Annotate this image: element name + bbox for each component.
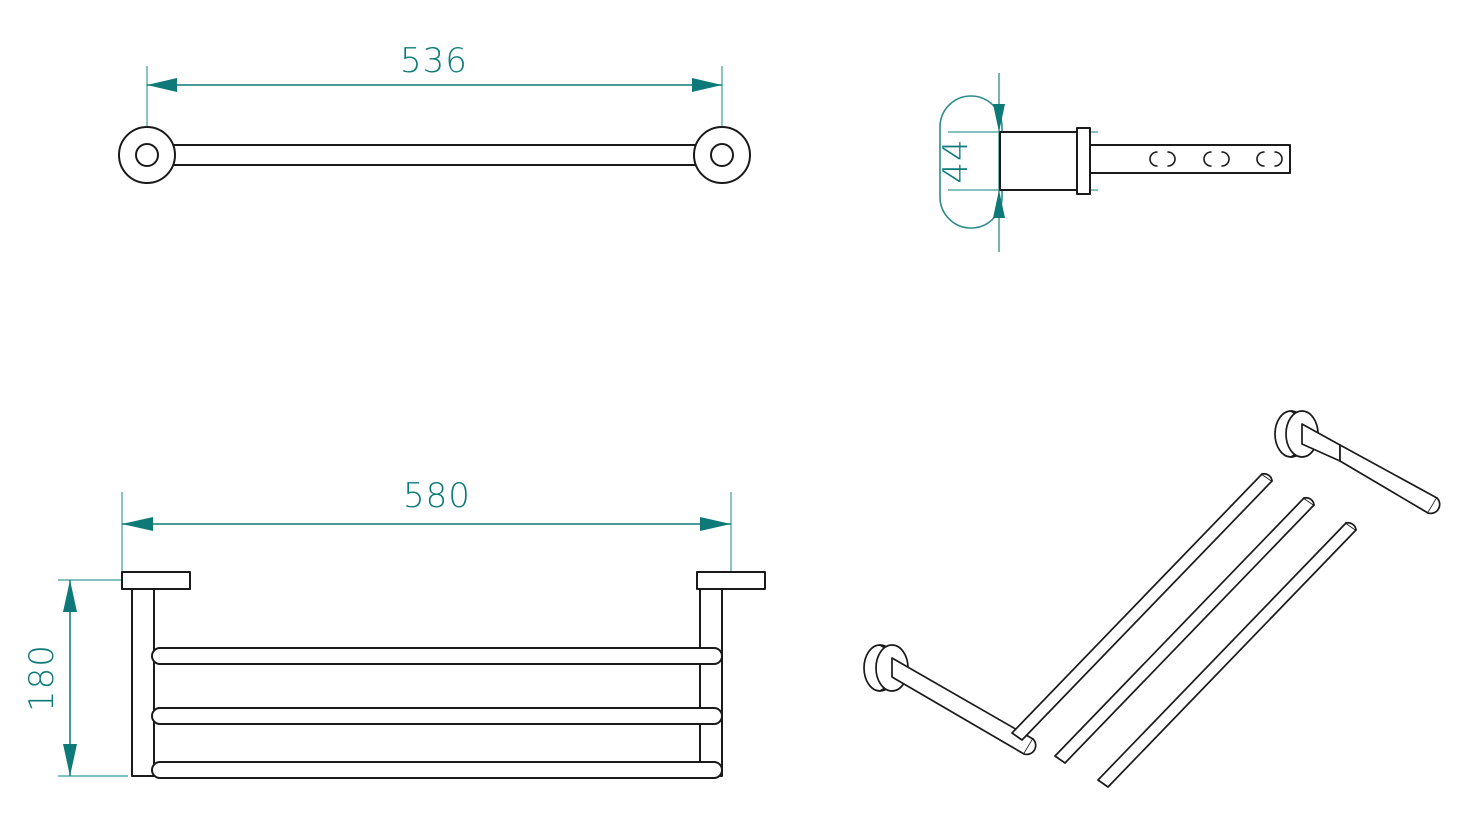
side-view-arrow-bottom bbox=[993, 190, 1005, 218]
top-view-arrow-left bbox=[147, 78, 177, 92]
front-view-width-arrow-left bbox=[122, 517, 153, 531]
front-view-flange-cap-right bbox=[696, 571, 766, 590]
front-view-bar-3 bbox=[151, 761, 723, 779]
front-view-bar-1 bbox=[151, 647, 723, 665]
side-view-post-plate bbox=[1076, 127, 1091, 195]
iso-bar-1-cap bbox=[1261, 472, 1273, 482]
iso-bar-1 bbox=[1011, 473, 1273, 741]
front-view-width-arrow-right bbox=[700, 517, 731, 531]
side-view: 44 bbox=[936, 73, 1291, 252]
top-view-rail bbox=[146, 144, 724, 166]
iso-side-rail-near-cap bbox=[1023, 738, 1037, 756]
top-view-flange-left-bore bbox=[135, 143, 159, 167]
side-view-bar-section-marks bbox=[1149, 151, 1283, 167]
front-view-bar-2 bbox=[151, 707, 723, 725]
front-view-post-left bbox=[131, 588, 155, 777]
iso-bar-3 bbox=[1097, 522, 1357, 788]
bar-section-mark-3 bbox=[1256, 151, 1283, 167]
side-view-post-body bbox=[999, 131, 1078, 191]
iso-side-rail-far bbox=[1339, 444, 1438, 514]
dimension-label-536: 536 bbox=[400, 41, 468, 81]
isometric-view bbox=[863, 410, 1441, 788]
front-view-height-arrow-top bbox=[63, 580, 77, 612]
iso-side-rail-near bbox=[891, 657, 1034, 755]
side-view-arrow-top bbox=[993, 104, 1005, 132]
front-view: 580 180 bbox=[22, 476, 766, 779]
iso-bar-2-cap bbox=[1303, 496, 1315, 506]
dimension-label-44: 44 bbox=[936, 138, 976, 183]
iso-bar-3-cap bbox=[1345, 521, 1357, 531]
top-view-flange-right-bore bbox=[710, 143, 734, 167]
side-view-arm bbox=[1089, 144, 1291, 174]
dimension-label-580: 580 bbox=[403, 476, 471, 516]
front-view-flange-cap-left bbox=[121, 571, 191, 590]
top-view-arrow-right bbox=[692, 78, 722, 92]
bar-section-mark-2 bbox=[1203, 151, 1230, 167]
iso-bar-2 bbox=[1054, 497, 1315, 764]
dimension-label-180: 180 bbox=[22, 644, 62, 712]
front-view-post-right bbox=[699, 588, 723, 777]
top-view: 536 bbox=[118, 41, 751, 184]
iso-side-rail-far-cap bbox=[1427, 497, 1441, 515]
bar-section-mark-1 bbox=[1149, 151, 1176, 167]
front-view-height-arrow-bottom bbox=[63, 744, 77, 776]
